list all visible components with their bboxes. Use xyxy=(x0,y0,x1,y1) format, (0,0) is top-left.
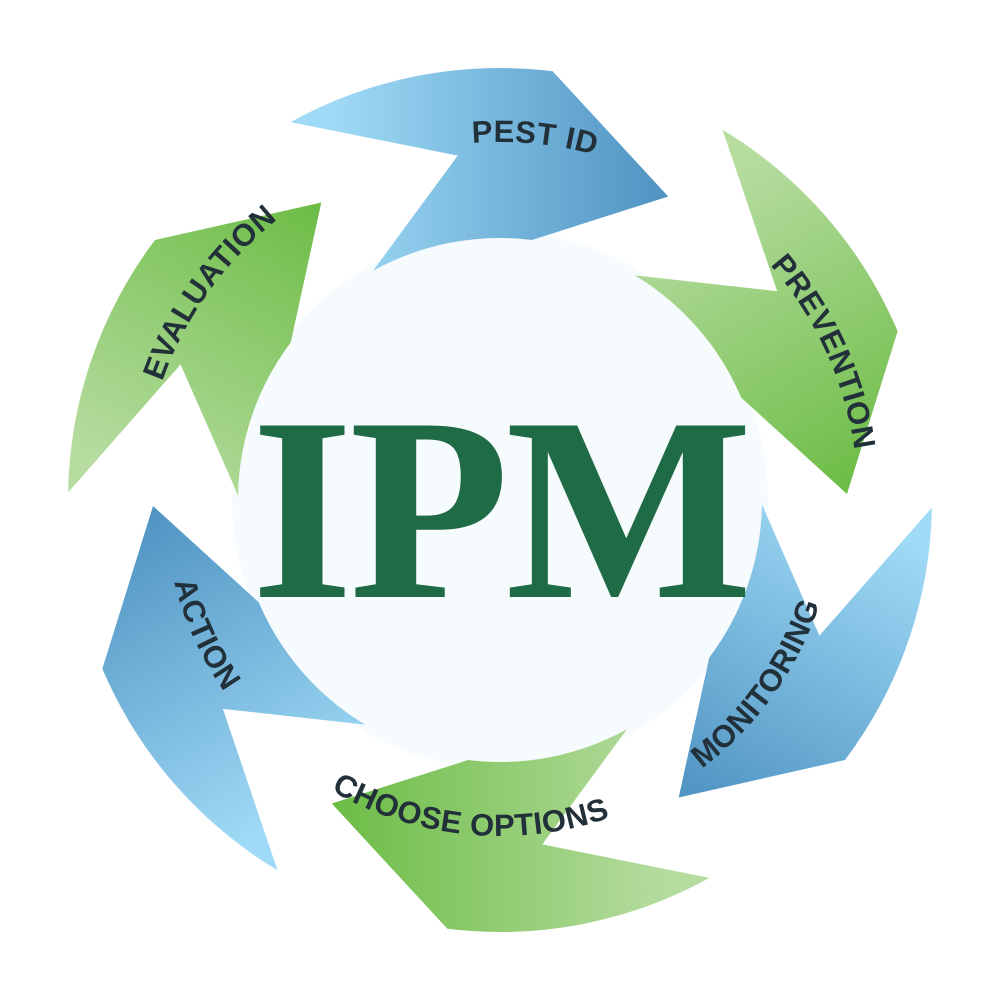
cycle-arrow-choose-options xyxy=(331,729,710,933)
cycle-arrow-prevention xyxy=(634,129,898,494)
cycle-arrow-pest-id xyxy=(290,67,669,271)
cycle-arrow-action xyxy=(102,506,366,871)
center-disc xyxy=(232,232,768,768)
cycle-ring xyxy=(68,67,932,933)
cycle-arrow-evaluation xyxy=(68,202,322,496)
center-title: IPM xyxy=(251,364,748,654)
cycle-arrow-monitoring xyxy=(678,504,932,798)
